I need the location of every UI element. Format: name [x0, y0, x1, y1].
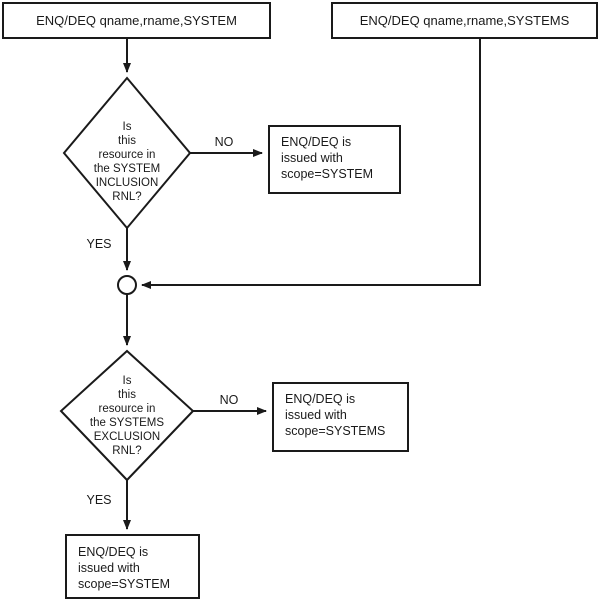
decision-exclusion-line-2: this	[118, 389, 136, 401]
node-decision-inclusion: Is this resource in the SYSTEM INCLUSION…	[62, 76, 192, 230]
result-no-exclusion-box	[272, 382, 409, 452]
result-no-exclusion-line-3: scope=SYSTEMS	[285, 424, 385, 438]
start-system-label: ENQ/DEQ qname,rname,SYSTEM	[36, 13, 237, 28]
start-systems-label: ENQ/DEQ qname,rname,SYSTEMS	[360, 13, 570, 28]
decision-inclusion-line-2: this	[118, 135, 136, 147]
edge-label-inclusion-no: NO	[215, 135, 234, 149]
start-system-box	[2, 2, 271, 39]
decision-inclusion-line-5: INCLUSION	[96, 177, 159, 189]
edge-label-exclusion-yes: YES	[86, 493, 111, 507]
start-systems-box	[331, 2, 598, 39]
result-no-exclusion-line-1: ENQ/DEQ is	[285, 392, 355, 406]
result-no-inclusion-line-2: issued with	[281, 151, 343, 165]
decision-inclusion-line-6: RNL?	[112, 191, 141, 203]
node-start-system: ENQ/DEQ qname,rname,SYSTEM	[2, 2, 271, 39]
result-yes-final-box	[65, 534, 200, 599]
result-yes-final-line-1: ENQ/DEQ is	[78, 545, 148, 559]
result-yes-final-line-2: issued with	[78, 561, 140, 575]
decision-exclusion-diamond	[59, 349, 195, 482]
result-yes-final-line-3: scope=SYSTEM	[78, 577, 170, 591]
junction-circle	[117, 275, 137, 295]
node-decision-exclusion: Is this resource in the SYSTEMS EXCLUSIO…	[59, 349, 195, 482]
node-result-no-exclusion: ENQ/DEQ is issued with scope=SYSTEMS	[272, 382, 409, 452]
edge-label-inclusion-yes: YES	[86, 237, 111, 251]
result-no-inclusion-line-1: ENQ/DEQ is	[281, 135, 351, 149]
decision-exclusion-line-1: Is	[123, 375, 132, 387]
decision-exclusion-line-6: RNL?	[112, 445, 141, 457]
result-no-inclusion-box	[268, 125, 401, 194]
decision-exclusion-line-4: the SYSTEMS	[90, 417, 164, 429]
decision-inclusion-line-1: Is	[123, 121, 132, 133]
edge-label-exclusion-no: NO	[220, 393, 239, 407]
decision-inclusion-line-3: resource in	[99, 149, 156, 161]
result-no-inclusion-line-3: scope=SYSTEM	[281, 167, 373, 181]
decision-exclusion-line-3: resource in	[99, 403, 156, 415]
decision-exclusion-line-5: EXCLUSION	[94, 431, 160, 443]
node-result-no-inclusion: ENQ/DEQ is issued with scope=SYSTEM	[268, 125, 401, 194]
decision-inclusion-line-4: the SYSTEM	[94, 163, 160, 175]
result-no-exclusion-line-2: issued with	[285, 408, 347, 422]
node-result-yes-final: ENQ/DEQ is issued with scope=SYSTEM	[65, 534, 200, 599]
node-start-systems: ENQ/DEQ qname,rname,SYSTEMS	[331, 2, 598, 39]
edge-start-systems-to-junction	[141, 38, 481, 289]
